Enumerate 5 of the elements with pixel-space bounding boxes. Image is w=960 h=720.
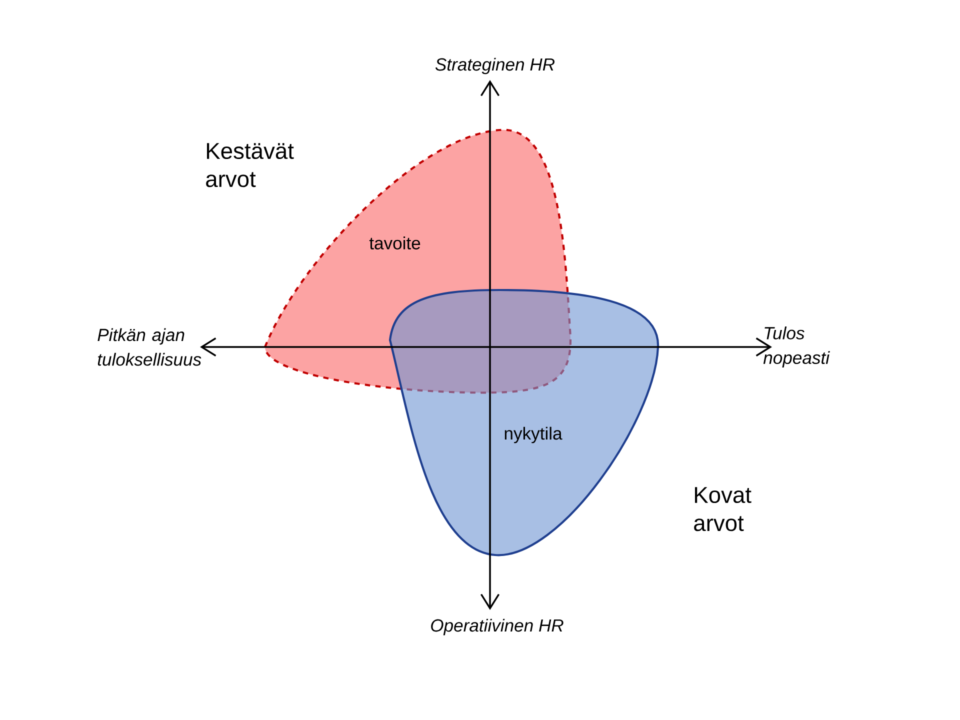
axis-label: Operatiivinen HR bbox=[431, 618, 564, 636]
axis-label: Pitkän ajan tuloksellisuus bbox=[98, 328, 202, 366]
axis-label: Tulos nopeasti bbox=[763, 326, 830, 368]
quadrant-label: Kovat arvot bbox=[694, 487, 752, 532]
axis-label: Strateginen HR bbox=[435, 58, 554, 74]
